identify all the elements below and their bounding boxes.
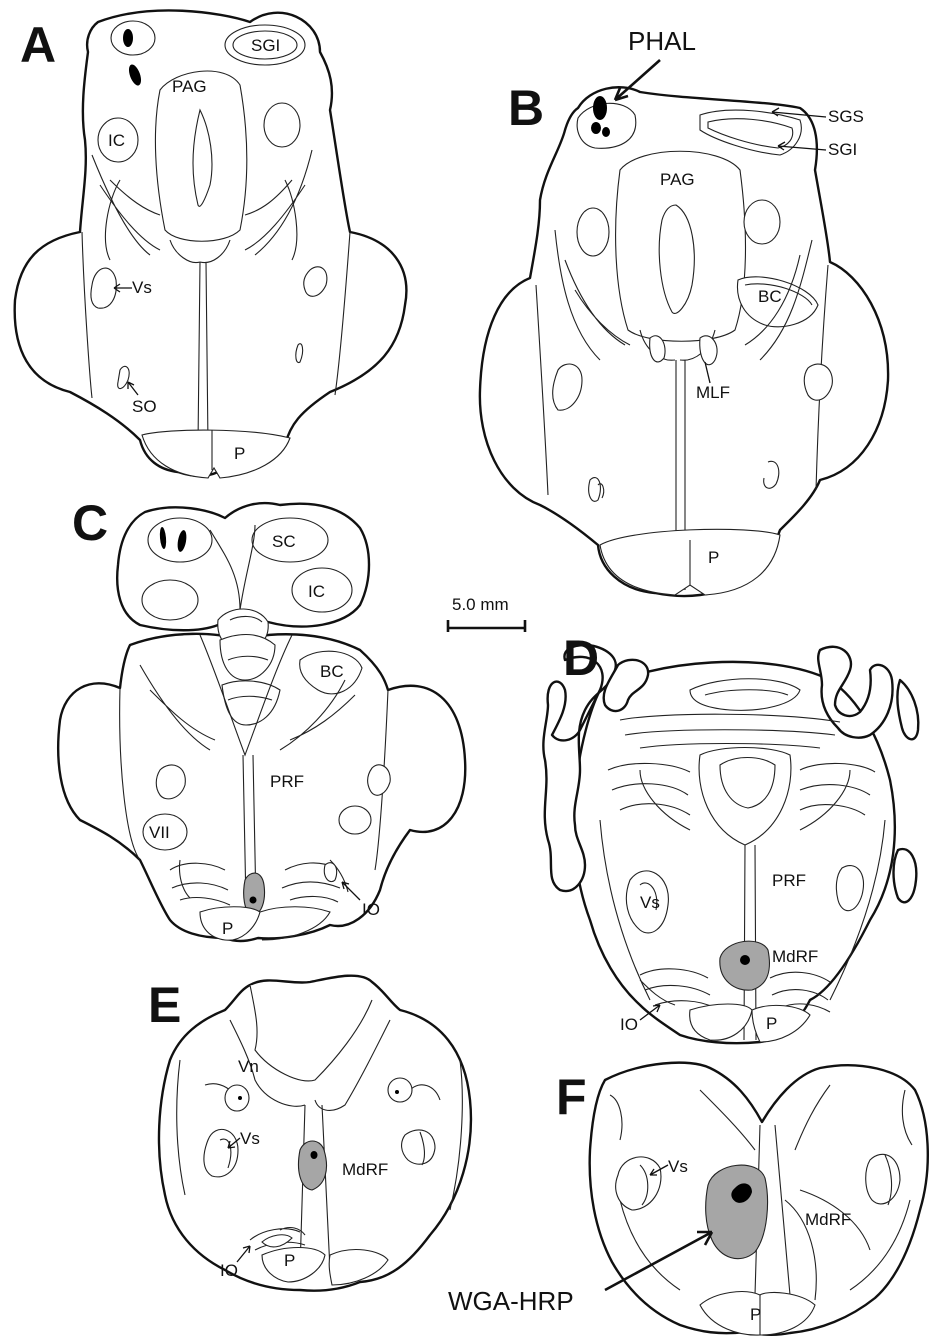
panel-b-p-label: P: [708, 548, 719, 567]
scale-bar-label: 5.0 mm: [452, 595, 509, 614]
deposit-d: [740, 955, 750, 965]
panel-c-p-label: P: [222, 919, 233, 938]
panel-d-vs-label: Vs: [640, 893, 660, 912]
panel-c-sc-label: SC: [272, 532, 296, 551]
phal-injection: [593, 96, 607, 120]
deposit-e: [311, 1151, 318, 1159]
panel-e-mdrf-label: MdRF: [342, 1160, 388, 1179]
scale-bar: 5.0 mm: [448, 595, 525, 632]
phal-label: PHAL: [628, 26, 696, 56]
panel-c-letter: C: [72, 495, 108, 551]
panel-f: F Vs MdRF P WGA-HRP: [448, 1063, 928, 1335]
panel-f-p-label: P: [750, 1305, 761, 1324]
pyramid-region: [142, 430, 290, 478]
panel-d: D PRF Vs MdRF IO P: [543, 630, 918, 1043]
panel-e-io-label: IO: [220, 1261, 238, 1280]
panel-e-vn-label: Vn: [238, 1057, 259, 1076]
panel-b-bc-label: BC: [758, 287, 782, 306]
panel-c-prf-label: PRF: [270, 772, 304, 791]
lesion-e: [299, 1141, 327, 1190]
panel-b-sgi-label: SGI: [828, 140, 857, 159]
panel-a-pag-label: PAG: [172, 77, 207, 96]
panel-a-so-label: SO: [132, 397, 157, 416]
panel-a-p-label: P: [234, 444, 245, 463]
panel-d-p-label: P: [766, 1014, 777, 1033]
lesion-f: [706, 1165, 768, 1259]
panel-b: B PHAL SGS SGI PAG BC MLF P: [480, 26, 888, 596]
panel-c: C SC IC BC PRF VII IO P: [58, 495, 465, 941]
panel-a-letter: A: [20, 17, 56, 73]
panel-b-mlf-label: MLF: [696, 383, 730, 402]
panel-c-ic-label: IC: [308, 582, 325, 601]
panel-e-vs-label: Vs: [240, 1129, 260, 1148]
panel-f-mdrf-label: MdRF: [805, 1210, 851, 1229]
ic-region-b: [577, 208, 609, 256]
panel-c-vii-label: VII: [149, 823, 170, 842]
panel-d-mdrf-label: MdRF: [772, 947, 818, 966]
pyramid-region-d: [752, 1005, 810, 1042]
panel-d-io-label: IO: [620, 1015, 638, 1034]
panel-a: A SGI PAG IC Vs SO P: [15, 10, 407, 478]
wga-hrp-label: WGA-HRP: [448, 1286, 574, 1316]
panel-d-prf-label: PRF: [772, 871, 806, 890]
phal-deposit: [123, 29, 133, 47]
panel-f-vs-label: Vs: [668, 1157, 688, 1176]
scale-bar-line: [448, 620, 525, 632]
panel-c-bc-label: BC: [320, 662, 344, 681]
deposit-c: [250, 897, 257, 904]
panel-e-p-label: P: [284, 1251, 295, 1270]
panel-a-vs-label: Vs: [132, 278, 152, 297]
panel-a-ic-label: IC: [108, 131, 125, 150]
panel-b-pag-label: PAG: [660, 170, 695, 189]
panel-e-letter: E: [148, 977, 181, 1033]
panel-f-letter: F: [556, 1069, 587, 1125]
panel-d-letter: D: [563, 630, 599, 686]
panel-a-sgi-label: SGI: [251, 36, 280, 55]
panel-b-letter: B: [508, 80, 544, 136]
panel-b-sgs-label: SGS: [828, 107, 864, 126]
panel-c-io-label: IO: [362, 900, 380, 919]
panel-e: E Vn Vs MdRF IO P: [148, 976, 471, 1291]
